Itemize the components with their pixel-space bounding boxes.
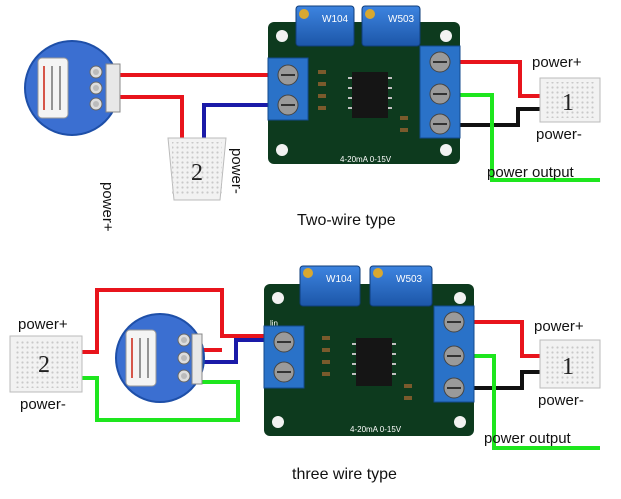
input-terminal-block-lower: [263, 325, 305, 389]
red-wire-supply2-to-board: [80, 288, 268, 354]
black-wire-board-to-supply1: [455, 107, 540, 127]
two-wire-caption: Two-wire type: [297, 212, 396, 229]
supply-1-number-lower: 1: [562, 354, 574, 380]
red-wire-board-to-supply1: [455, 60, 540, 98]
top-power-output-label: power output: [487, 164, 574, 181]
output-terminal-block-lower: [433, 305, 475, 403]
three-wire-diagram: 2 W104 W503: [9, 265, 601, 450]
input-terminal-block: [267, 57, 309, 121]
red-wire-board-to-supply1-lower: [455, 320, 540, 358]
temperature-transmitter: [24, 40, 121, 136]
bottom-supply1-plus-label: power+: [534, 318, 584, 335]
top-supply2-minus-label: power-: [228, 148, 245, 194]
output-terminal-block: [419, 45, 461, 139]
supply-1-number: 1: [562, 90, 574, 116]
temperature-transmitter-lower: [115, 313, 205, 403]
pot-w503-label-lower: W503: [396, 274, 423, 285]
power-supply-1: 1: [539, 77, 601, 123]
green-wire-supply2-to-transmitter: [80, 376, 240, 422]
bottom-supply2-plus-label: power+: [18, 316, 68, 333]
two-wire-diagram: 2 W104 W503 lin 4-20mA 0-: [24, 5, 601, 201]
board-range-silk-lower: 4-20mA 0-15V: [350, 425, 402, 434]
board-range-silk: 4-20mA 0-15V: [340, 155, 392, 164]
top-supply1-plus-label: power+: [532, 54, 582, 71]
power-supply-1-lower: 1: [539, 339, 601, 389]
top-supply2-plus-label: power+: [99, 182, 116, 232]
green-wire-power-output: [455, 93, 600, 182]
blue-wire-transmitter-to-board: [200, 338, 268, 364]
red-wire-transmitter-to-supply: [120, 95, 184, 138]
pot-w104-label: W104: [322, 14, 349, 25]
bottom-supply1-minus-label: power-: [538, 392, 584, 409]
transmitter-board-lower: W104 W503 lin 4-20mA 0-15V: [263, 265, 475, 436]
transmitter-board: W104 W503 lin 4-20mA 0-15V: [267, 5, 461, 164]
supply-2-number: 2: [191, 160, 203, 186]
pot-w503-label: W503: [388, 14, 415, 25]
bottom-power-output-label: power output: [484, 430, 571, 447]
board-input-silk-lower: lin: [270, 319, 278, 328]
two-wire-wires: [120, 60, 600, 182]
blue-wire-supply-to-board: [202, 103, 278, 138]
bottom-supply2-minus-label: power-: [20, 396, 66, 413]
supply-2-number-lower: 2: [38, 352, 50, 378]
top-supply1-minus-label: power-: [536, 126, 582, 143]
pot-w104-label-lower: W104: [326, 274, 353, 285]
black-wire-board-to-supply1-lower: [455, 370, 540, 390]
power-supply-2-lower: 2: [9, 335, 83, 393]
power-supply-2: 2: [167, 137, 227, 201]
three-wire-caption: three wire type: [292, 466, 397, 483]
